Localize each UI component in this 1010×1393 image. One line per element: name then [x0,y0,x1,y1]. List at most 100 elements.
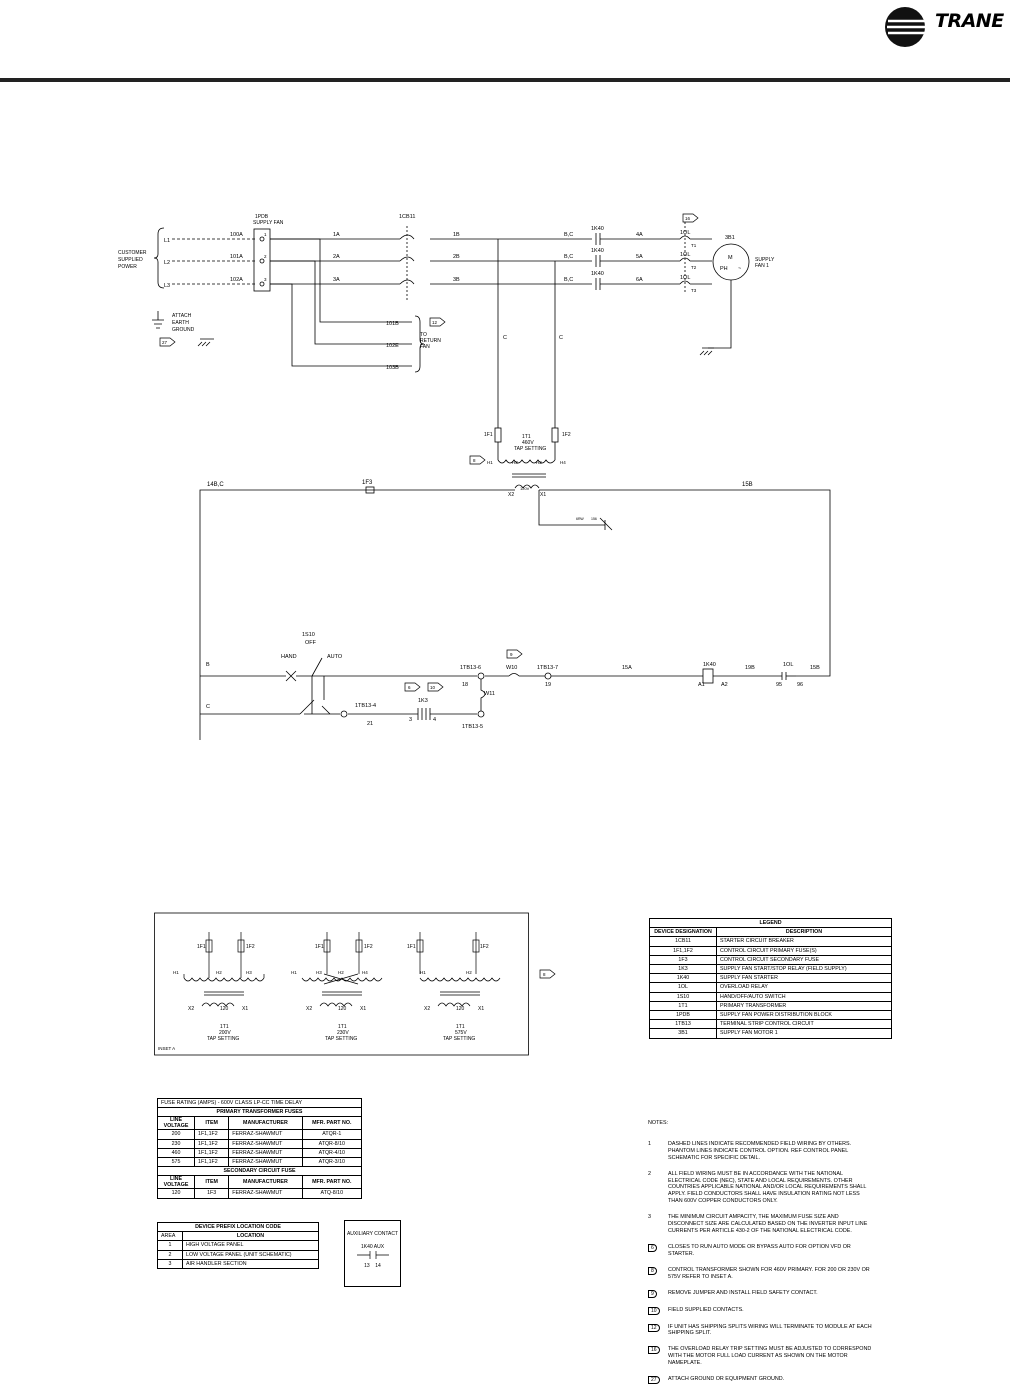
term-95: 95 [776,682,782,688]
ol-label-3: 1OL [680,275,690,281]
motor-ph: PH [720,266,728,272]
ret-wire-101b: 101B [386,321,399,327]
motor-id: 3B1 [725,235,735,241]
svg-text:1F2: 1F2 [246,944,255,950]
svg-text:120: 120 [220,1006,229,1012]
inset-h1: H1 [173,970,179,975]
svg-text:X2: X2 [306,1006,312,1012]
switch-hand: HAND [281,654,297,660]
trane-logo-icon [885,7,926,47]
aux-title: AUXILIARY CONTACT [346,1231,399,1237]
node-21: 21 [367,721,373,727]
svg-text:6: 6 [408,685,411,690]
ret-wire-103b: 103B [386,365,399,371]
header-rule [0,78,1010,82]
tb13-4: 1TB13-4 [355,703,376,709]
wire-6rw: 6RW [576,517,584,521]
tx-id: 1T1 [522,434,531,440]
note-badge-8 [469,455,486,465]
motor-m: M [728,255,733,261]
wire-1b: 1B [453,232,460,238]
notes-title: NOTES: [648,1120,669,1126]
inset-h3-2: H3 [316,970,322,975]
svg-text:1F2: 1F2 [364,944,373,950]
svg-text:12: 12 [432,320,438,325]
c-label-1: C [503,335,507,341]
wire-15b: 15B [742,482,753,488]
svg-text:1F1: 1F1 [197,944,206,950]
wire-1a: 1A [333,232,340,238]
svg-text:TAP SETTING: TAP SETTING [207,1036,239,1042]
note-badge-10 [427,682,444,692]
svg-text:27: 27 [162,340,168,345]
fuse-title: FUSE RATING (AMPS) - 600V CLASS LP-CC TI… [157,1097,362,1109]
wire-b: B [206,662,210,668]
v120: 120V [520,486,530,491]
fuse-1f2: 1F2 [562,432,571,438]
svg-text:TAP SETTING: TAP SETTING [443,1036,475,1042]
node-19: 19 [545,682,551,688]
svg-text:8: 8 [543,972,546,977]
note-badge-9 [506,649,523,659]
svg-text:230V: 230V [337,1030,349,1036]
brand-name: TRANE [935,10,1004,32]
svg-text:120: 120 [456,1006,465,1012]
aux-contact-icon [356,1251,389,1259]
wire-102a: 102A [230,277,243,283]
svg-text:X1: X1 [478,1006,484,1012]
svg-text:575V: 575V [455,1030,467,1036]
inset-h1-2: H1 [291,970,297,975]
svg-text:1F1: 1F1 [407,944,416,950]
auxiliary-contact-box: AUXILIARY CONTACT 1K40 AUX 13 14 [344,1220,401,1287]
h2: H2 [536,460,542,465]
aux-device: 1K40 AUX [360,1243,385,1250]
wire-3b: 3B [453,277,460,283]
tb13-7: 1TB13-7 [537,665,558,671]
w11: W11 [484,691,495,697]
line-l1: L1 [164,238,170,244]
svg-text:10: 10 [430,685,436,690]
k40-label-1: 1K40 [591,226,604,232]
k3-label: 1K3 [418,698,428,704]
fuse-rating-table: FUSE RATING (AMPS) - 600V CLASS LP-CC TI… [157,1097,363,1199]
fuse-1f3: 1F3 [362,480,373,486]
wire-bc-3: B,C [564,277,573,283]
wire-100a: 100A [230,232,243,238]
line-l2: L2 [164,260,170,266]
ret-wire-102e: 102E [386,343,399,349]
node-4: 4 [433,717,436,723]
term-96: 96 [797,682,803,688]
inset-h2: H2 [216,970,222,975]
fuse-1f1: 1F1 [484,432,493,438]
t2: T2 [691,265,697,270]
inset-a: 1F1 1F2 1F1 1F2 1F1 1F2 H1 H2 H3 H1 H3 H… [154,912,556,1056]
t3: T3 [691,288,697,293]
h1: H1 [487,460,493,465]
svg-text:16: 16 [685,216,691,221]
wire-bc-1: B,C [564,232,573,238]
wire-3a: 3A [333,277,340,283]
svg-text:1T1: 1T1 [338,1024,347,1030]
